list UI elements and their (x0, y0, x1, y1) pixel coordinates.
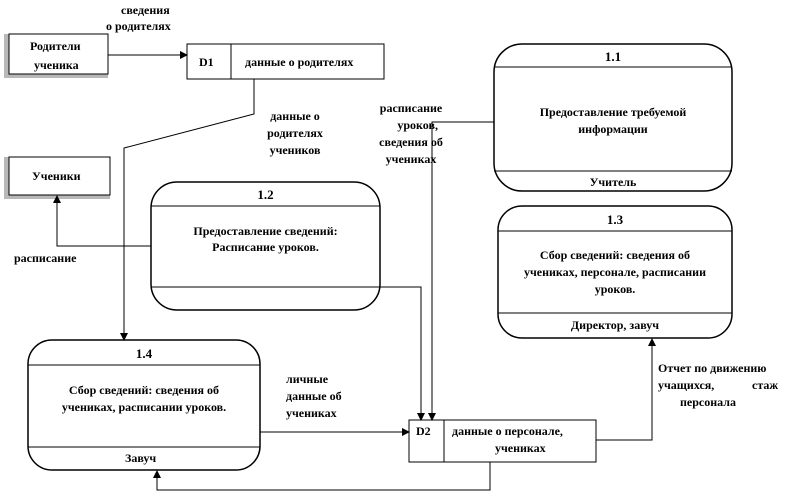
process-1-2-line2: Расписание уроков. (212, 240, 319, 254)
flow-arrow-d2-to-1-4 (153, 462, 491, 491)
process-1-1-line2: информации (578, 122, 648, 136)
entity-parents-label-line1: Родители (30, 39, 81, 53)
data-store-d2-id: D2 (416, 424, 431, 438)
flow-label-schedule-students-line4: учениках (385, 152, 437, 166)
flow-arrow-1-1-to-d2 (428, 121, 494, 421)
process-1-3-number: 1.3 (606, 212, 624, 227)
process-1-1-actor: Учитель (589, 175, 637, 189)
flow-label-schedule-students-line1: расписание (379, 101, 443, 115)
entity-students-label: Ученики (32, 169, 81, 183)
process-1-4-actor: Завуч (125, 451, 157, 465)
flow-label-personal-line1: личные (286, 372, 329, 386)
flow-label-personal-line2: данные об (286, 389, 342, 403)
data-store-d2-line1: данные о персонале, (452, 424, 563, 438)
flow-label-report-line3: персонала (680, 395, 736, 409)
process-1-3-actor: Директор, завуч (570, 318, 660, 332)
process-1-4-line1: Сбор сведений: сведения об (68, 383, 220, 397)
flow-label-schedule-students-line3: сведения об (379, 135, 443, 149)
flow-label-report-line1: Отчет по движению (658, 361, 767, 375)
data-store-d1-name: данные о родителях (245, 55, 354, 69)
entity-parents (4, 33, 109, 78)
flow-arrow-1-2-to-students (53, 195, 151, 247)
entity-students (4, 156, 111, 199)
process-1-3-line3: уроков. (594, 282, 636, 296)
data-store-d2 (408, 419, 597, 463)
flow-label-report-line2a: учащихся, (658, 378, 715, 392)
process-1-2-line1: Предоставление сведений: (193, 224, 338, 238)
flow-label-personal-line3: учениках (286, 406, 337, 420)
process-1-3 (497, 205, 733, 339)
flow-label-parent-data-line2: родителях (267, 126, 323, 140)
process-1-3-line1: Сбор сведений: сведения об (539, 248, 691, 262)
process-1-4 (27, 339, 261, 471)
entity-parents-label-line2: ученика (34, 58, 79, 72)
process-1-2-number: 1.2 (257, 187, 274, 202)
process-1-3-line2: учениках, персонале, расписании (523, 265, 706, 279)
flow-arrow-d2-to-1-3 (596, 338, 656, 441)
data-store-d1-id: D1 (199, 55, 214, 69)
data-store-d2-line2: учениках (495, 441, 546, 455)
flow-label-parent-info-line1: сведения (121, 3, 170, 17)
process-1-4-number: 1.4 (135, 346, 153, 361)
data-store-d1 (186, 43, 385, 80)
flow-label-schedule-students-line2: уроков, (397, 118, 438, 132)
flow-arrow-1-2-to-d2 (378, 286, 425, 421)
flow-label-schedule: расписание (14, 251, 77, 265)
process-1-1 (493, 43, 733, 192)
process-1-4-line2: учениках, расписании уроков. (61, 400, 227, 414)
flow-label-parent-data-line3: учеников (269, 143, 321, 157)
flow-label-parent-data-line1: данные о (270, 109, 320, 123)
flow-label-report-line2b: стаж (752, 378, 779, 392)
process-1-1-number: 1.1 (604, 49, 622, 64)
flow-label-parent-info-line2: о родителях (106, 19, 171, 33)
flow-arrow-d1-to-1-4 (120, 79, 255, 341)
process-1-1-line1: Предоставление требуемой (539, 105, 687, 119)
